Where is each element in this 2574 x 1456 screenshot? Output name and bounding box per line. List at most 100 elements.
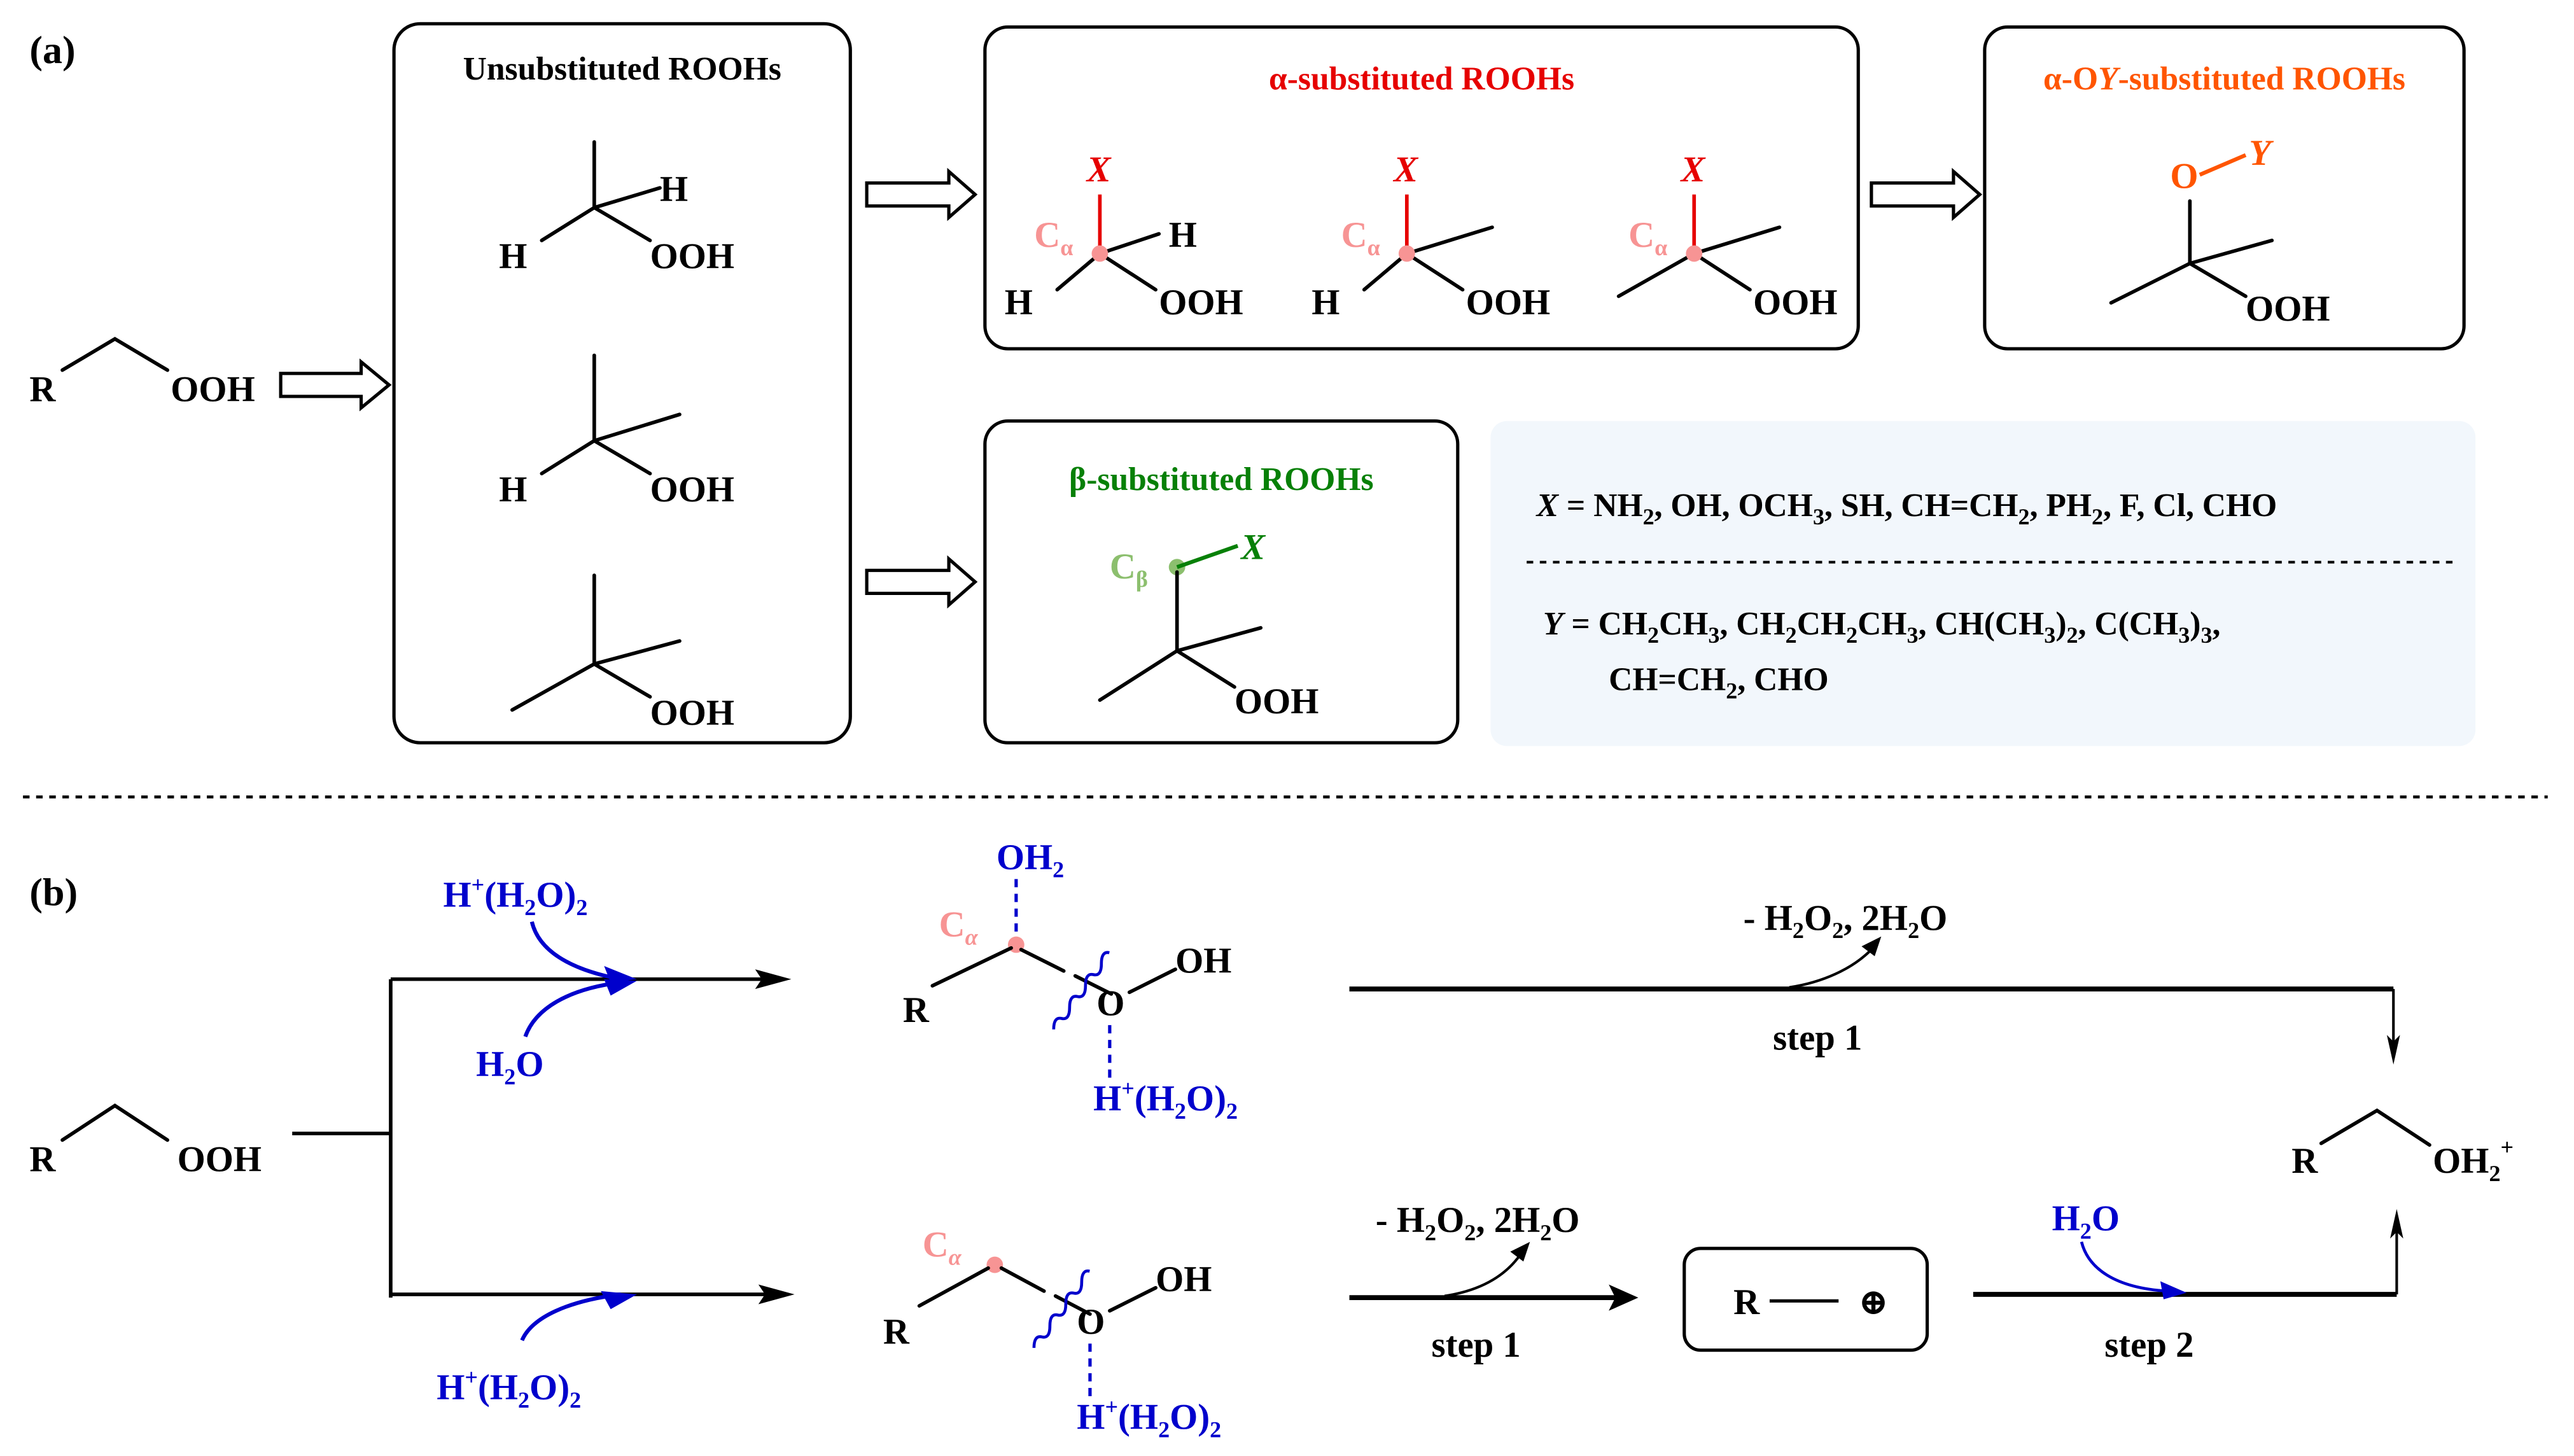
formula-fragment: 2 xyxy=(2067,622,2078,648)
formula-fragment: CH xyxy=(1659,606,1708,642)
formula-fragment: 3 xyxy=(2178,622,2190,648)
formula-fragment: = CH xyxy=(1563,606,1647,642)
y-definition-line-2: CH=CH2, CHO xyxy=(1609,662,1828,704)
ooh-label: OOH xyxy=(650,693,734,733)
loss-curved-arrow xyxy=(1444,1254,1521,1298)
formula-fragment: 2 xyxy=(1846,622,1857,648)
y-substituent-label: Y xyxy=(2249,133,2274,173)
alpha-title: α-substituted ROOHs xyxy=(1269,60,1574,97)
parent-rooh-structure: R OOH xyxy=(29,337,255,410)
parent-bonds xyxy=(60,337,169,372)
parent-r-label: R xyxy=(29,370,56,410)
alpha-structure-3: X Cα OOH xyxy=(1616,150,1838,323)
parent-ooh-label: OOH xyxy=(171,370,255,410)
x-substituent-label: X xyxy=(1086,150,1112,190)
upper-intermediate-structure: OH2 Cα R O OH H+(H2O)2 xyxy=(903,837,1238,1124)
formula-fragment: 3 xyxy=(2200,622,2212,648)
x-definition: X = NH2, OH, OCH3, SH, CH=CH2, PH2, F, C… xyxy=(1535,487,2277,529)
alpha-carbon-label: Cα xyxy=(939,905,979,950)
h-label: H xyxy=(1005,283,1033,323)
product-oh2-label: OH2+ xyxy=(2433,1135,2514,1186)
alpha-oy-box-frame xyxy=(1983,25,2466,351)
lower-loss-label: - H2O2, 2H2O xyxy=(1376,1200,1580,1245)
proton-cluster-label: H+(H2O)2 xyxy=(1093,1075,1238,1124)
oh-label: OH xyxy=(1175,941,1231,981)
lower-arrowhead xyxy=(758,1284,795,1305)
oxygen-label: O xyxy=(2170,156,2198,196)
product-r-label: R xyxy=(2291,1141,2318,1181)
formula-fragment: 3 xyxy=(1708,622,1719,648)
upper-arrowhead xyxy=(755,969,792,990)
formula-fragment: CH xyxy=(1797,606,1846,642)
unsubstituted-structure-1: H H OOH xyxy=(499,140,734,277)
formula-fragment: CH xyxy=(1857,606,1906,642)
reactant-r-label: R xyxy=(29,1140,56,1180)
unsubstituted-structure-3: OOH xyxy=(510,573,734,733)
formula-fragment: 3 xyxy=(2044,622,2055,648)
formula-fragment: , CH(CH xyxy=(1919,606,2045,642)
proton-cluster-label: H+(H2O)2 xyxy=(1077,1394,1221,1442)
substituent-definitions-box: X = NH2, OH, OCH3, SH, CH=CH2, PH2, F, C… xyxy=(1490,421,2476,746)
h-label: H xyxy=(660,169,688,209)
beta-box-frame xyxy=(983,419,1460,745)
alpha-carbon-dot xyxy=(1686,245,1703,262)
oh-label: OH xyxy=(1156,1259,1212,1299)
x-substituent-label: X xyxy=(1240,527,1266,567)
beta-substituted-rooh-box: β-substituted ROOHs Cβ X OOH xyxy=(983,419,1460,745)
alpha-box-frame xyxy=(983,25,1860,351)
upper-curved-arrow-top xyxy=(529,921,621,981)
formula-fragment: 2 xyxy=(2092,504,2103,529)
unsubstituted-rooh-box: Unsubstituted ROOHs H H OOH H OOH OOH xyxy=(392,22,852,745)
down-arrowhead-to-product xyxy=(2386,1035,2400,1065)
up-arrowhead-to-product xyxy=(2390,1208,2403,1239)
alpha-carbon-label: Cα xyxy=(1628,215,1667,260)
unsubstituted-title: Unsubstituted ROOHs xyxy=(463,51,781,87)
hollow-arrow-to-alpha-oy xyxy=(1870,167,1983,221)
ooh-label: OOH xyxy=(650,470,734,510)
formula-fragment: ) xyxy=(2190,606,2200,642)
panel-b-label: (b) xyxy=(29,871,78,914)
alpha-oy-substituted-rooh-box: α-OY-substituted ROOHs O Y OOH xyxy=(1983,25,2466,351)
beta-title: β-substituted ROOHs xyxy=(1069,461,1374,498)
alpha-carbon-dot xyxy=(986,1256,1004,1273)
alpha-oy-title: α-OY-substituted ROOHs xyxy=(2043,60,2405,97)
ooh-label: OOH xyxy=(1159,283,1243,323)
formula-fragment: , PH xyxy=(2030,487,2092,524)
formula-fragment: , F, Cl, CHO xyxy=(2103,487,2277,524)
unsubstituted-box-frame xyxy=(392,22,852,745)
formula-fragment: ) xyxy=(2055,606,2066,642)
carbocation-box: R ⊕ xyxy=(1682,1247,1929,1352)
o-label: O xyxy=(1077,1302,1105,1342)
oh2-label: OH2 xyxy=(997,837,1064,883)
alpha-carbon-dot xyxy=(1398,245,1415,262)
product-structure: R OH2+ xyxy=(2291,1108,2514,1186)
formula-fragment: , CH xyxy=(1719,606,1785,642)
formula-fragment: 3 xyxy=(1907,622,1919,648)
lower-curved-arrow xyxy=(520,1292,621,1341)
panel-a-label: (a) xyxy=(29,29,75,72)
upper-step1-label: step 1 xyxy=(1773,1018,1862,1058)
bond-cleavage-wavy-line xyxy=(1032,1269,1090,1348)
ooh-label: OOH xyxy=(1753,283,1837,323)
formula-fragment: 2 xyxy=(1647,622,1659,648)
h-label: H xyxy=(1169,215,1197,255)
water-curved-arrow xyxy=(2080,1241,2167,1293)
definitions-box-frame xyxy=(1490,421,2476,746)
upper-curved-arrow-bottom xyxy=(523,980,621,1038)
alpha-carbon-label: Cα xyxy=(1034,215,1073,260)
ooh-label: OOH xyxy=(2246,289,2330,329)
formula-fragment: 3 xyxy=(1813,504,1824,529)
lower-intermediate-structure: Cα R O OH H+(H2O)2 xyxy=(883,1225,1221,1443)
step2-water-label: H2O xyxy=(2052,1198,2120,1243)
curved-arrowhead xyxy=(604,966,637,983)
r-label: R xyxy=(903,990,930,1030)
alpha-substituted-rooh-box: α-substituted ROOHs X Cα H H OOH X Cα H … xyxy=(983,25,1860,351)
formula-fragment: 2 xyxy=(2018,504,2030,529)
curved-arrowhead xyxy=(604,979,637,996)
h-label: H xyxy=(1311,283,1339,323)
alpha-carbon-label: Cα xyxy=(1341,215,1380,260)
positive-charge-icon: ⊕ xyxy=(1858,1282,1889,1322)
hollow-arrow-to-unsubstituted xyxy=(279,358,392,412)
ooh-label: OOH xyxy=(1235,682,1318,722)
x-substituent-label: X xyxy=(1392,150,1419,190)
